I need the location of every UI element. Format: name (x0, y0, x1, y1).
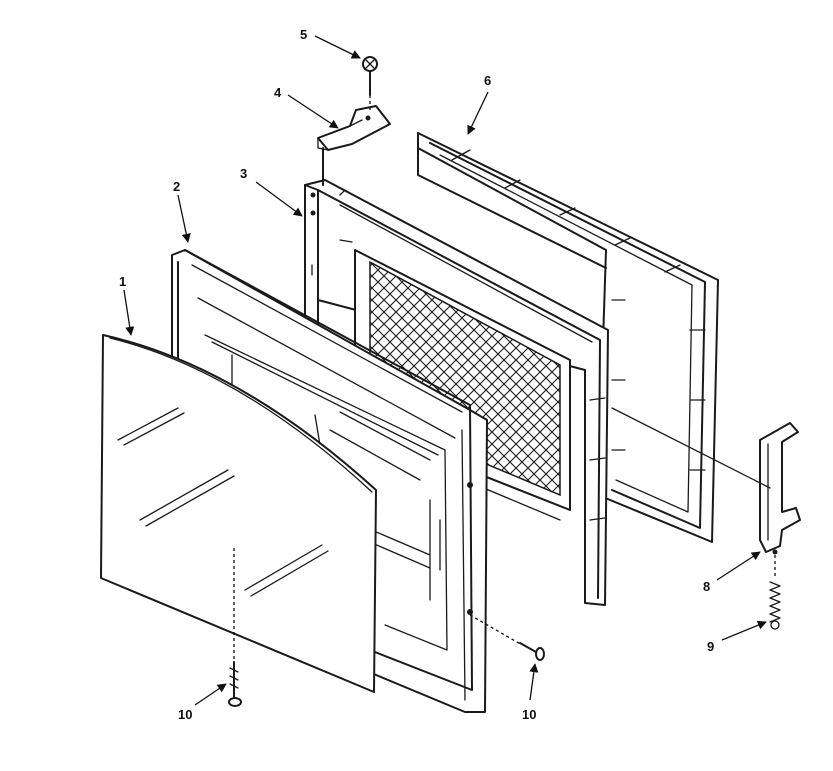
part-5-screw (362, 56, 378, 112)
part-4-hinge-bracket (317, 105, 391, 186)
callout-10-right: 10 (522, 707, 536, 722)
callout-2: 2 (173, 179, 180, 194)
callout-5: 5 (300, 27, 307, 42)
callout-labels: 1 2 3 4 5 6 8 9 10 10 (119, 27, 714, 722)
callout-9: 9 (707, 639, 714, 654)
callout-10-left: 10 (178, 707, 192, 722)
callout-8: 8 (703, 579, 710, 594)
callout-4: 4 (274, 85, 282, 100)
callout-3: 3 (240, 166, 247, 181)
part-9-spring (769, 555, 781, 630)
callout-6: 6 (484, 73, 491, 88)
part-3-door-panel (304, 179, 609, 606)
part-1-door-glass (100, 334, 377, 693)
part-10-screw-left (228, 548, 242, 707)
leader-lines (123, 35, 767, 706)
part-8-latch (611, 407, 801, 555)
callout-1: 1 (119, 274, 126, 289)
part-10-screw-right (469, 614, 545, 661)
